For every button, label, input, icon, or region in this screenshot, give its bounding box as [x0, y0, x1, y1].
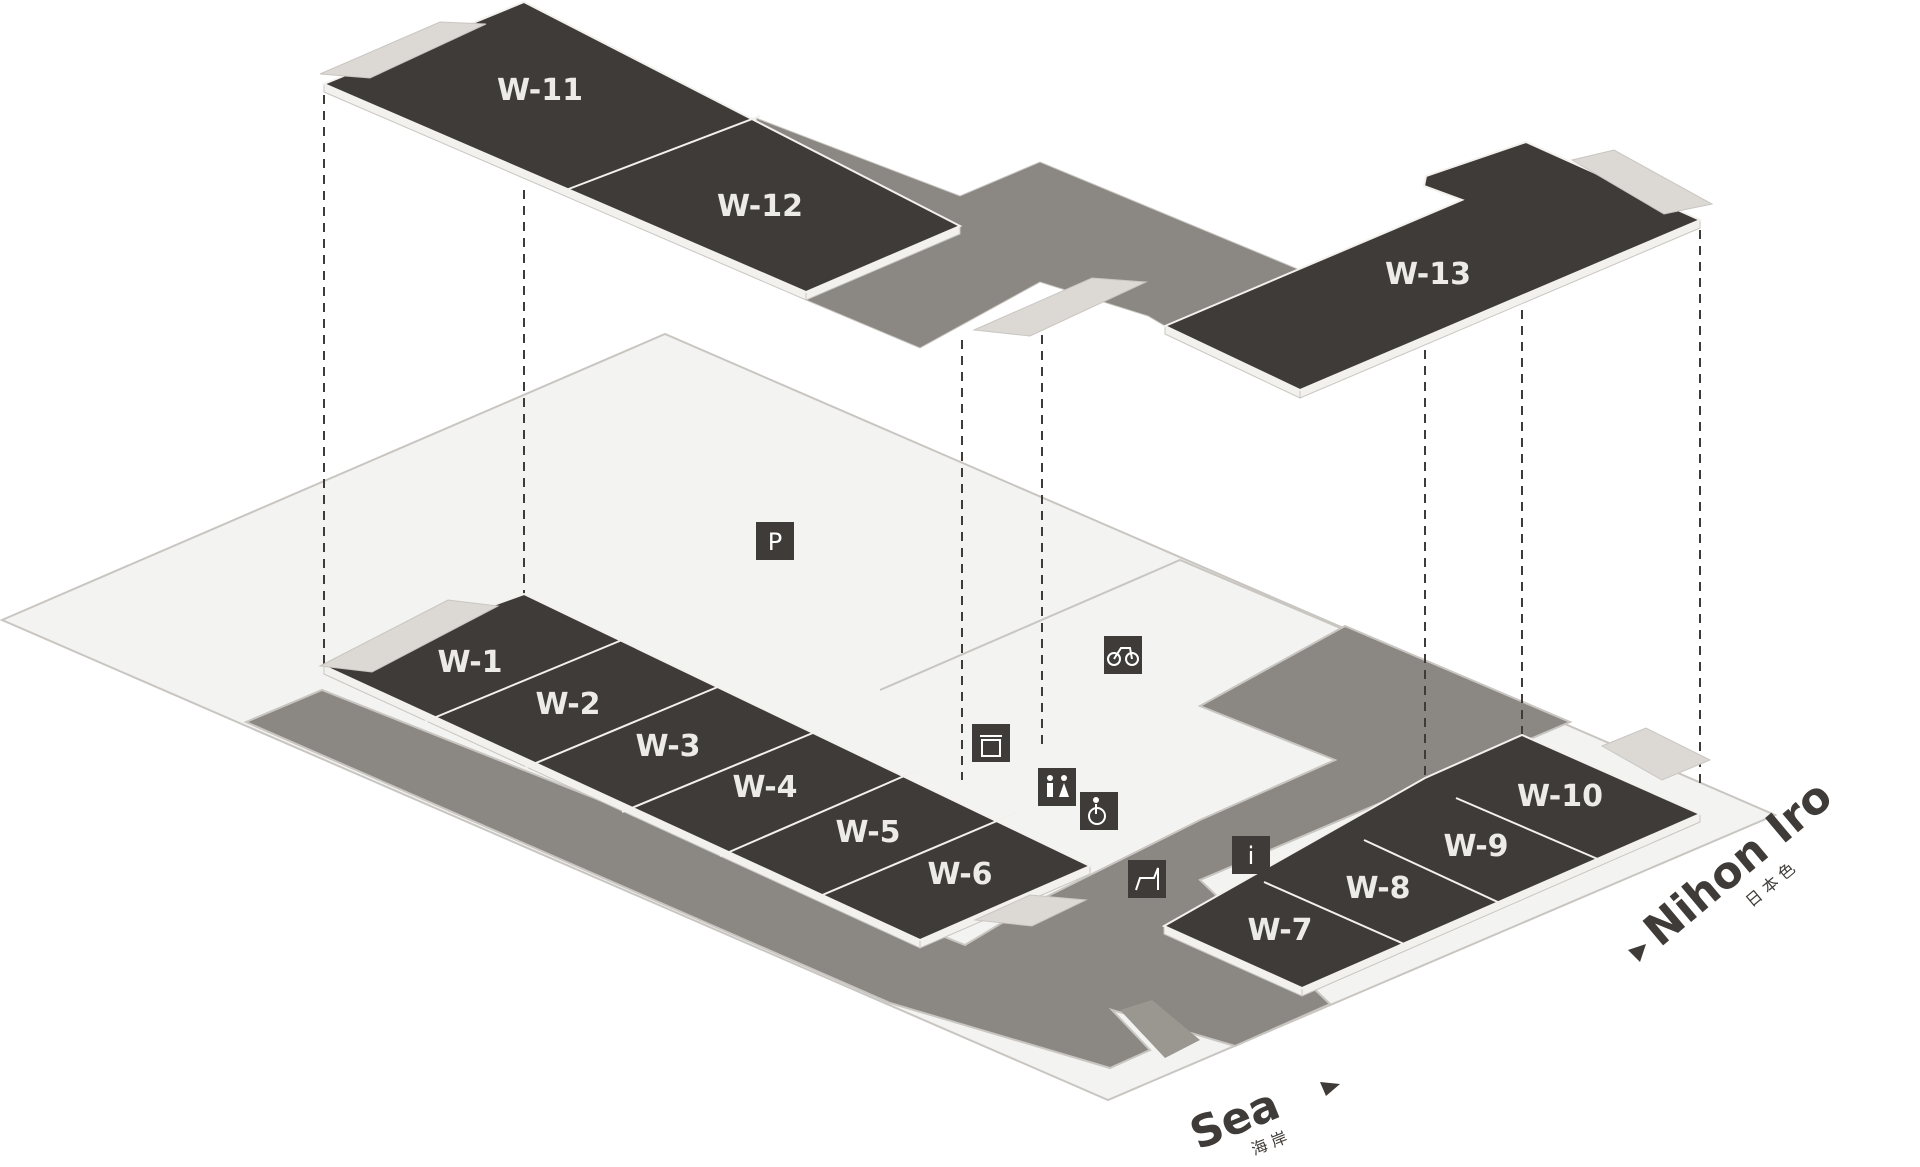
upper-level: W-11 W-12 W-13 [319, 0, 1714, 399]
unit-block-w13 [1162, 140, 1703, 392]
unit-label-w6[interactable]: W-6 [927, 857, 992, 892]
unit-label-w13[interactable]: W-13 [1385, 257, 1471, 292]
stairs-w6 [973, 894, 1088, 927]
trash-icon[interactable] [972, 724, 1010, 762]
svg-text:P: P [768, 528, 782, 556]
unit-label-w11[interactable]: W-11 [497, 73, 583, 108]
svg-text:i: i [1248, 842, 1255, 870]
parking-divider [879, 558, 1346, 691]
stairs-w1 [318, 599, 500, 673]
sea-arrow-icon [1320, 1082, 1340, 1096]
nihon-iro-arrow-icon [1628, 944, 1646, 962]
unit-label-w8[interactable]: W-8 [1345, 871, 1410, 906]
unit-label-w10[interactable]: W-10 [1517, 779, 1603, 814]
unit-block-w7-w10 [1161, 733, 1703, 990]
building-lower-east: W-7 W-8 W-9 W-10 [1161, 727, 1712, 997]
unit-label-w9[interactable]: W-9 [1443, 829, 1508, 864]
unit-label-w5[interactable]: W-5 [835, 815, 900, 850]
direction-sea: Sea 海 岸 [1183, 1079, 1290, 1160]
unit-label-w4[interactable]: W-4 [732, 770, 797, 805]
building-lower-west: W-1 W-2 W-3 W-4 W-5 W-6 [318, 592, 1093, 949]
unit-label-w7[interactable]: W-7 [1247, 913, 1312, 948]
parking-icon[interactable]: P [756, 522, 794, 560]
stairs-w11 [319, 21, 487, 79]
unit-label-w2[interactable]: W-2 [535, 687, 600, 722]
stairs-w13 [1570, 149, 1714, 215]
unit-label-w12[interactable]: W-12 [717, 189, 803, 224]
unit-label-w1[interactable]: W-1 [437, 645, 502, 680]
unit-label-w3[interactable]: W-3 [635, 729, 700, 764]
pet-icon[interactable] [1128, 860, 1166, 898]
connector-lines [323, 95, 1701, 786]
stairs-w12 [972, 277, 1148, 337]
plaza-spur [1120, 1000, 1200, 1058]
info-icon[interactable]: i [1232, 836, 1270, 874]
wheelchair-icon[interactable] [1080, 792, 1118, 830]
bicycle-icon[interactable] [1104, 636, 1142, 674]
stairs-w10 [1600, 727, 1712, 781]
restroom-icon[interactable] [1038, 768, 1076, 806]
